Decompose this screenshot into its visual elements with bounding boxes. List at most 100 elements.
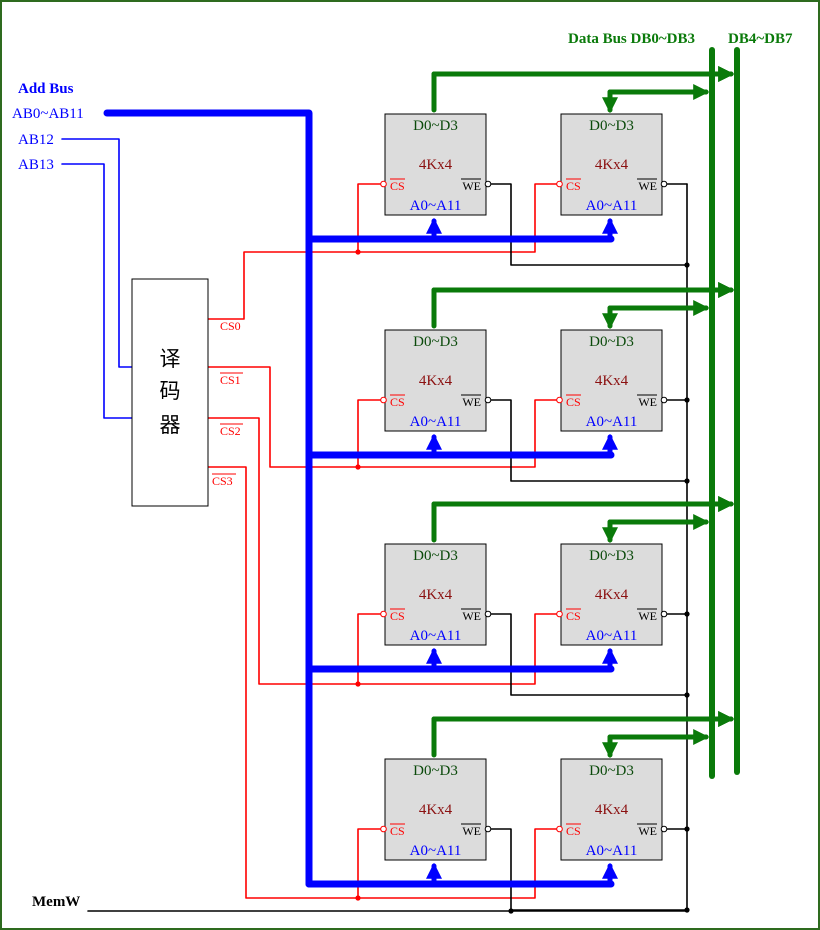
decoder-box: [131, 278, 209, 507]
cs-line-row-3: [207, 417, 558, 685]
chip-cs-pin: CS: [390, 179, 405, 193]
chip-body: [560, 113, 663, 216]
data-link-right-r1-to-chip: [601, 89, 709, 114]
chip-cs-bubble: [380, 825, 387, 833]
chip-addr-pins: A0~A11: [586, 843, 638, 859]
we-line-left-r1: [489, 183, 688, 266]
decoder-char-1: 译: [160, 347, 181, 371]
chip-body: [560, 758, 663, 861]
cs-junction-row-2: [355, 464, 361, 470]
data-link-right-r2-to-chip: [601, 305, 709, 330]
decoder-block: 译 码 器: [131, 278, 209, 507]
cs-branch-row-3: [357, 613, 382, 685]
ab12-label: AB12: [18, 132, 54, 148]
chip-body: [560, 543, 663, 646]
chip-cs-pin: CS: [390, 824, 405, 838]
chip-data-pins: D0~D3: [413, 548, 458, 564]
chip-cs-pin: CS: [390, 395, 405, 409]
chip-cs-bubble: [556, 825, 563, 833]
ab0-ab11-label: AB0~AB11: [12, 106, 84, 122]
chip-size: 4Kx4: [419, 802, 453, 818]
chip-addr-pins: A0~A11: [586, 198, 638, 214]
chip-we-pin: WE: [462, 824, 481, 838]
chip-cs-bubble: [556, 610, 563, 618]
buses-layer: [103, 47, 740, 888]
address-bus-main: [103, 109, 313, 888]
chip-we-bubble: [660, 610, 668, 618]
chip-size: 4Kx4: [419, 373, 453, 389]
wires-layer: [61, 138, 690, 914]
chip-addr-pins: A0~A11: [410, 414, 462, 430]
we-junction-r2: [684, 478, 690, 484]
cs-junction-row-3: [355, 681, 361, 687]
chip-body: [384, 113, 487, 216]
chip-addr-pins: A0~A11: [410, 843, 462, 859]
chip-we-bubble: [484, 610, 492, 618]
ab13-label: AB13: [18, 157, 54, 173]
decoder-output-cs1: CS1: [220, 373, 241, 387]
chip-data-pins: D0~D3: [413, 763, 458, 779]
chip-cs-bubble: [556, 396, 563, 404]
decoder-output-cs3: CS3: [212, 474, 233, 488]
chip-size: 4Kx4: [595, 587, 629, 603]
chip-data-pins: D0~D3: [413, 118, 458, 134]
we-line-left-r3: [489, 613, 688, 696]
chip-data-pins: D0~D3: [589, 334, 634, 350]
decoder-outputs: CS0 CS1 CS2 CS3: [212, 318, 243, 488]
we-junction-r4: [684, 907, 690, 913]
chip-we-bubble: [484, 180, 492, 188]
we-junction-r3: [684, 692, 690, 698]
we-junction-pin-r2: [684, 397, 690, 403]
chip-addr-pins: A0~A11: [410, 198, 462, 214]
chip-we-pin: WE: [638, 609, 657, 623]
we-line-left-r4: [489, 828, 688, 911]
chip-body: [384, 543, 487, 646]
decoder-output-cs0: CS0: [220, 319, 241, 333]
chip-we-bubble: [484, 396, 492, 404]
chip-data-pins: D0~D3: [413, 334, 458, 350]
chip-size: 4Kx4: [595, 157, 629, 173]
chip-we-bubble: [660, 825, 668, 833]
chip-we-pin: WE: [462, 395, 481, 409]
chip-cs-pin: CS: [566, 609, 581, 623]
chip-we-pin: WE: [638, 395, 657, 409]
data-bus-low-label: Data Bus DB0~DB3: [568, 31, 695, 47]
data-link-right-r4-to-chip: [601, 734, 709, 759]
data-bus-high-label: DB4~DB7: [728, 31, 793, 47]
chip-body: [560, 329, 663, 432]
add-bus-label: Add Bus: [18, 81, 74, 97]
chip-cs-pin: CS: [566, 179, 581, 193]
we-junction-r1: [684, 262, 690, 268]
chip-body: [384, 329, 487, 432]
chip-data-pins: D0~D3: [589, 763, 634, 779]
chip-we-bubble: [660, 180, 668, 188]
decoder-output-cs2: CS2: [220, 424, 241, 438]
chip-data-pins: D0~D3: [589, 118, 634, 134]
chip-cs-bubble: [556, 180, 563, 188]
ab12-line: [61, 138, 133, 368]
cs-branch-row-2: [357, 399, 382, 468]
cs-junction-row-1: [355, 249, 361, 255]
chip-cs-pin: CS: [390, 609, 405, 623]
we-junction-pin-r3: [684, 611, 690, 617]
chip-cs-bubble: [380, 396, 387, 404]
chip-addr-pins: A0~A11: [586, 628, 638, 644]
cs-branch-row-1: [357, 183, 382, 253]
chip-addr-pins: A0~A11: [410, 628, 462, 644]
data-link-right-r3-to-chip: [601, 519, 709, 544]
chip-size: 4Kx4: [419, 587, 453, 603]
cs-line-row-4: [207, 466, 558, 899]
chip-size: 4Kx4: [419, 157, 453, 173]
we-junction-pin-r4: [684, 826, 690, 832]
